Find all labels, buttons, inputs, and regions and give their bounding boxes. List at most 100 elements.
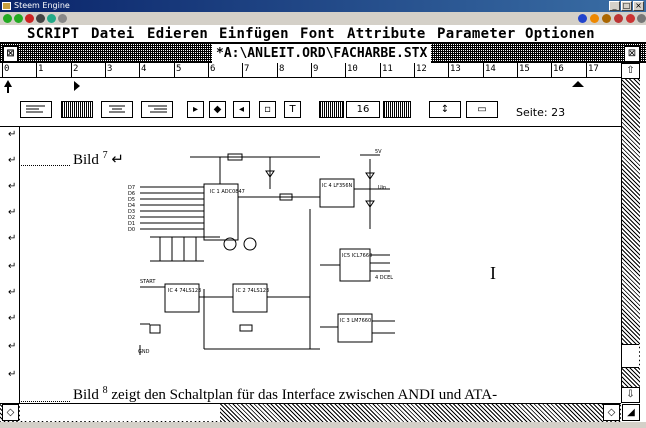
scroll-up-button[interactable]: ⇧	[621, 63, 640, 79]
align-right-icon	[148, 105, 167, 113]
paragraph-indent	[20, 165, 70, 167]
tab-text-button[interactable]: T	[284, 101, 301, 118]
frame-button[interactable]: ▭	[466, 101, 498, 118]
ruler-tick	[483, 63, 484, 77]
align-left-button[interactable]	[20, 101, 52, 118]
pin-label: D6	[128, 191, 135, 197]
ruler-tick	[174, 63, 175, 77]
start-label: START	[140, 279, 156, 285]
ruler-number: 5	[176, 64, 182, 74]
align-center-button[interactable]	[101, 101, 133, 118]
pin-label: D2	[128, 215, 135, 221]
menu-parameter[interactable]: Parameter	[437, 26, 516, 42]
scroll-left-button[interactable]: ◇	[2, 404, 19, 421]
reset-icon[interactable]	[637, 14, 646, 23]
ruler-number: 8	[279, 64, 285, 74]
close-icon[interactable]: ⊠	[3, 46, 18, 62]
bild7-number: 7	[102, 150, 108, 161]
pin-label: D3	[128, 209, 135, 215]
patch-icon[interactable]	[602, 14, 611, 23]
horizontal-scroll-thumb[interactable]	[20, 404, 220, 421]
ic-d7-label: IC 2 74LS123	[236, 288, 269, 294]
tab-center-button[interactable]: ◆	[209, 101, 226, 118]
align-right-button[interactable]	[141, 101, 173, 118]
menu-script[interactable]: SCRIPT	[27, 26, 80, 42]
font-size-stepper[interactable]	[383, 101, 411, 118]
screen-icon[interactable]	[58, 14, 67, 23]
menubar: SCRIPT Datei Edieren Einfügen Font Attri…	[0, 25, 646, 44]
play-icon[interactable]	[3, 14, 12, 23]
snapshot-icon[interactable]	[47, 14, 56, 23]
menu-attribute[interactable]: Attribute	[347, 26, 426, 42]
ruler-number: 12	[416, 64, 427, 74]
tab-left-button[interactable]: ▫	[259, 101, 276, 118]
return-marker-icon: ↵	[8, 207, 17, 218]
menu-font[interactable]: Font	[300, 26, 335, 42]
paragraph-bild8[interactable]: Bild 8 zeigt den Schaltplan für das Inte…	[73, 385, 497, 403]
menu-einfuegen[interactable]: Einfügen	[219, 26, 289, 42]
ruler-number: 17	[588, 64, 599, 74]
joystick-icon[interactable]	[626, 14, 635, 23]
fast-forward-icon[interactable]	[14, 14, 23, 23]
ruler-number: 9	[313, 64, 319, 74]
ruler-tabs[interactable]	[0, 78, 621, 94]
resize-corner-icon[interactable]: ◢	[622, 404, 640, 421]
ruler-tick	[586, 63, 587, 77]
ruler-number: 14	[485, 64, 496, 74]
paragraph-bild7[interactable]: Bild 7 ↵	[73, 150, 124, 169]
host-titlebar: Steem Engine _ □ ×	[0, 0, 646, 12]
ruler-number: 10	[347, 64, 358, 74]
font-size-field[interactable]: 16	[346, 101, 380, 118]
page-indicator: Seite: 23	[516, 106, 566, 119]
pin-label: D0	[128, 227, 135, 233]
scroll-down-button[interactable]: ⇩	[621, 387, 640, 403]
settings-icon[interactable]	[590, 14, 599, 23]
ruler-tick	[71, 63, 72, 77]
ibeam-cursor-icon: I	[490, 263, 496, 283]
maximize-button[interactable]: □	[621, 1, 632, 11]
ruler-tick	[105, 63, 106, 77]
supply-label: 5V	[375, 149, 382, 155]
bild8-label: Bild	[73, 387, 99, 403]
align-left-icon	[26, 105, 45, 113]
return-marker-icon: ↵	[8, 181, 17, 192]
pin-label: D7	[128, 185, 135, 191]
host-status-strip	[0, 422, 646, 428]
tab-right-button[interactable]: ▸	[187, 101, 204, 118]
ruler-tick	[208, 63, 209, 77]
menu-datei[interactable]: Datei	[91, 26, 135, 42]
return-marker-icon: ↵	[8, 341, 17, 352]
close-button[interactable]: ×	[633, 1, 644, 11]
disk-icon[interactable]	[36, 14, 45, 23]
line-spacing-button[interactable]	[319, 101, 344, 118]
ruler-tick	[380, 63, 381, 77]
document-page[interactable]: Bild 7 ↵	[20, 127, 621, 403]
scroll-right-button[interactable]: ◇	[603, 404, 620, 421]
return-marker-icon: ↵	[8, 287, 17, 298]
vertical-scroll-thumb[interactable]	[622, 344, 639, 368]
return-marker-icon: ↵	[8, 369, 17, 380]
info-icon[interactable]	[578, 14, 587, 23]
minimize-button[interactable]: _	[609, 1, 620, 11]
ruler-tick	[414, 63, 415, 77]
fullscreen-icon[interactable]: ⊠	[624, 46, 640, 62]
ruler-number: 2	[73, 64, 79, 74]
ruler-number: 1	[38, 64, 44, 74]
ic-d6-label: IC 4 74LS123	[168, 288, 201, 294]
ruler-tick	[139, 63, 140, 77]
vertical-scrollbar[interactable]	[621, 63, 640, 403]
tab-decimal-button[interactable]: ◂	[233, 101, 250, 118]
ruler-tick	[242, 63, 243, 77]
align-justify-button[interactable]	[61, 101, 93, 118]
return-marker-icon: ↵	[8, 129, 17, 140]
shortcut-icon[interactable]	[614, 14, 623, 23]
pin-label: D1	[128, 221, 135, 227]
menu-optionen[interactable]: Optionen	[525, 26, 595, 42]
paragraph-spacing-button[interactable]: ↕	[429, 101, 461, 118]
ruler-number: 15	[519, 64, 530, 74]
record-icon[interactable]	[25, 14, 34, 23]
ruler-tick	[2, 63, 3, 77]
menu-edieren[interactable]: Edieren	[147, 26, 209, 42]
bild7-label: Bild	[73, 152, 99, 168]
